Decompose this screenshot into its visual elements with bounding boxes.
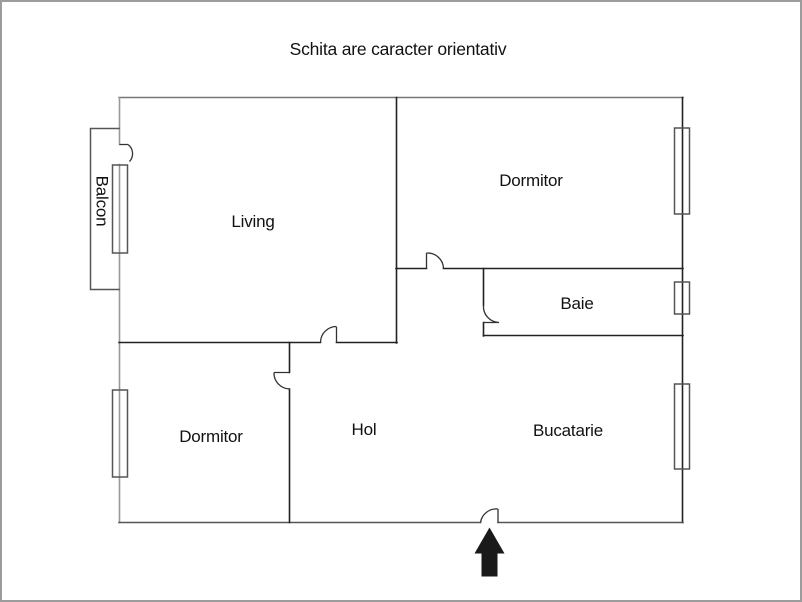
window-bucatarie xyxy=(673,383,691,470)
door-baie xyxy=(482,304,500,324)
label-dormitor-top: Dormitor xyxy=(499,171,563,190)
door-living xyxy=(319,325,338,343)
door-dormitor-top xyxy=(425,252,445,269)
entrance-arrow-icon xyxy=(474,527,505,577)
label-living: Living xyxy=(231,212,274,231)
floorplan-title: Schita are caracter orientativ xyxy=(290,39,507,59)
label-hol: Hol xyxy=(352,420,377,439)
window-baie xyxy=(673,281,691,315)
door-dormitor-bottom xyxy=(273,371,290,390)
label-balcon: Balcon xyxy=(93,176,112,227)
label-baie: Baie xyxy=(560,294,593,313)
balcony-outline xyxy=(89,127,120,291)
window-dormitor-top xyxy=(673,127,691,215)
label-bucatarie: Bucatarie xyxy=(533,421,603,440)
label-dormitor-bottom: Dormitor xyxy=(179,427,243,446)
door-entrance xyxy=(479,508,499,523)
window-living-balcony xyxy=(111,164,129,254)
window-dormitor-bottom xyxy=(111,389,129,478)
door-balcony xyxy=(119,143,134,162)
